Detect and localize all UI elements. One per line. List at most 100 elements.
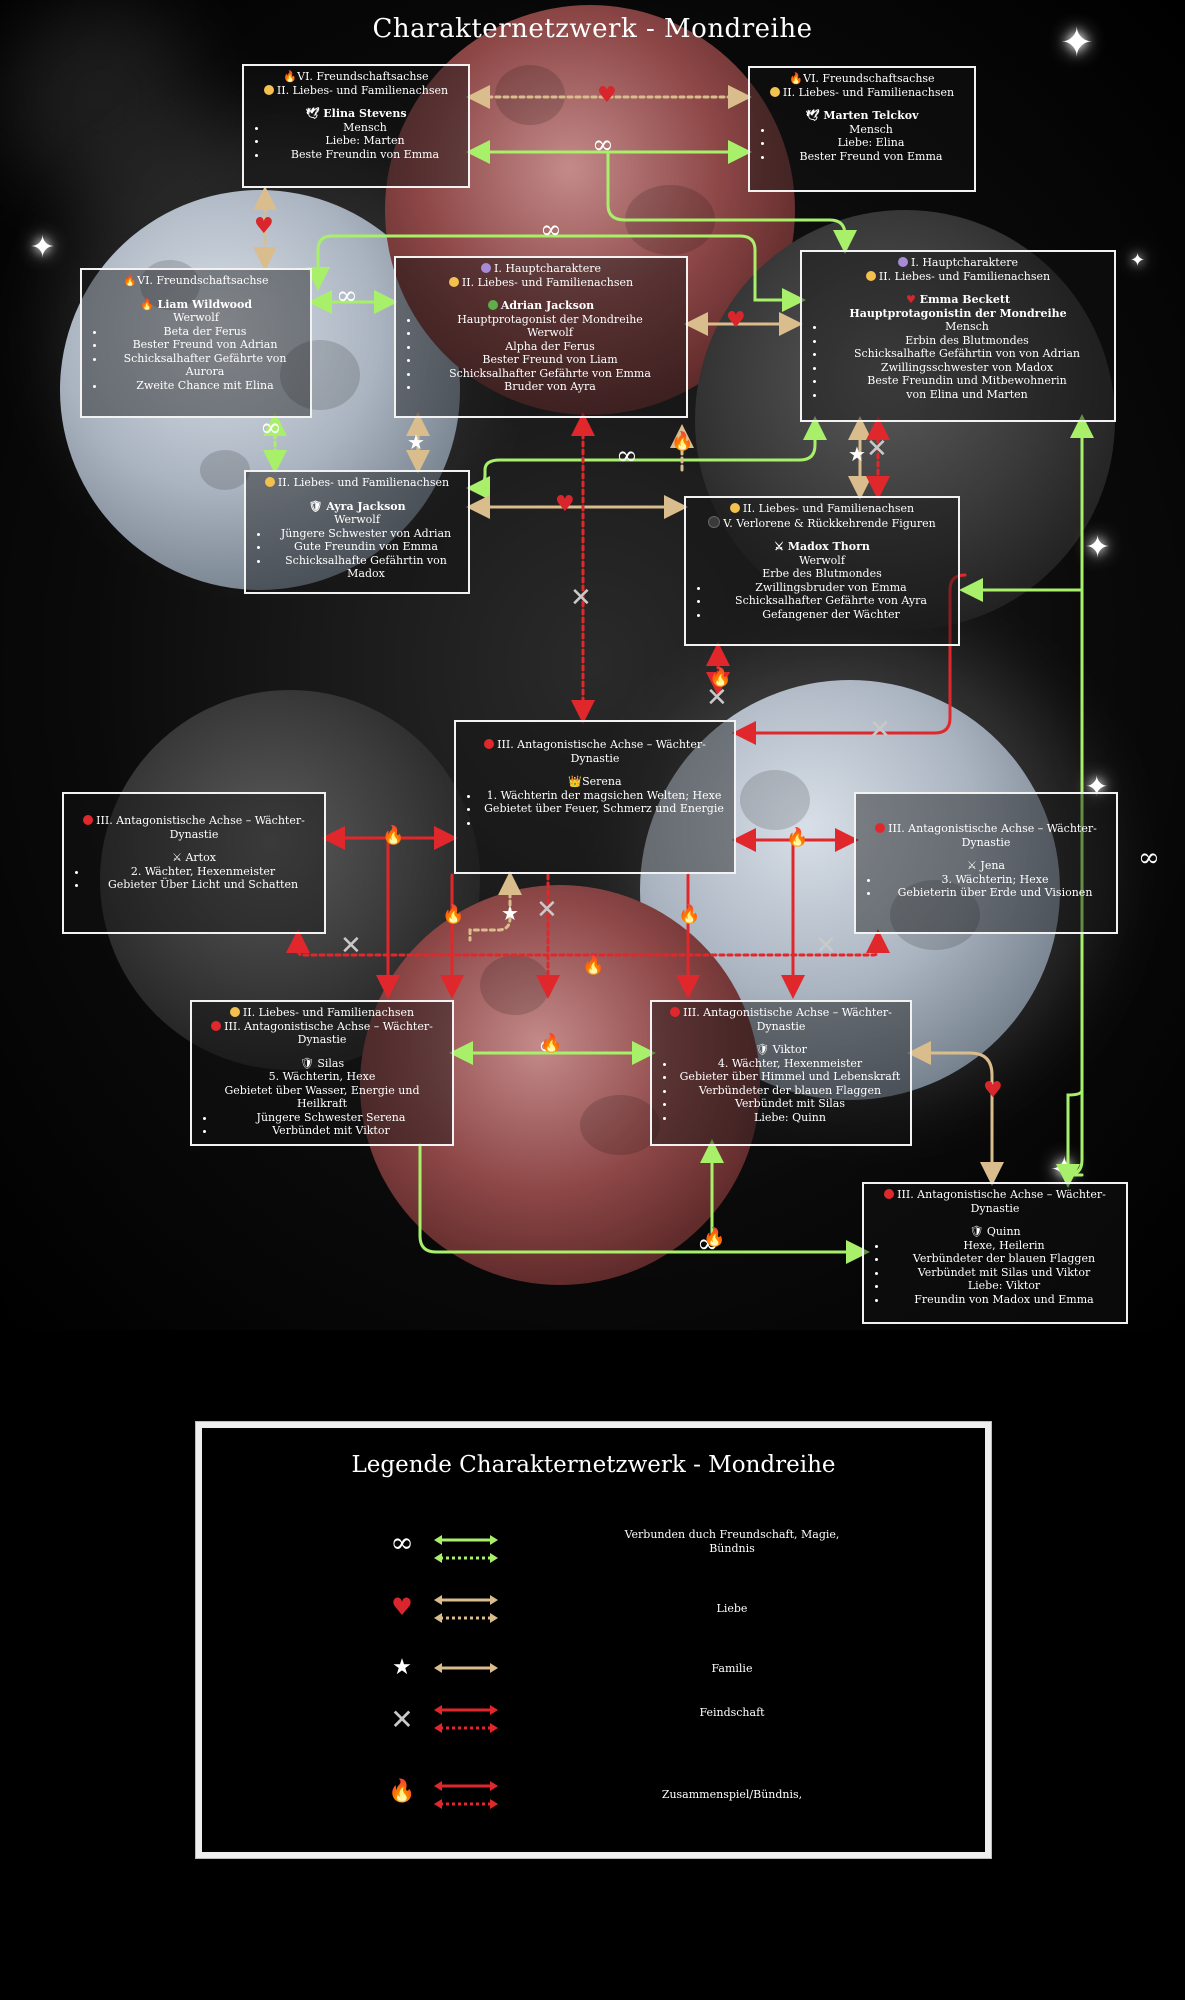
heart-icon: ♥ (391, 1593, 413, 1621)
legend-arrows (434, 1663, 498, 1673)
heart-icon: ♥ (254, 214, 274, 239)
fire-icon: 🔥 (582, 955, 605, 976)
legend-panel: Legende Charakternetzwerk - Mondreihe ∞ … (195, 1421, 992, 1859)
character-box-quinn[interactable]: III. Antagonistische Achse – Wächter-Dyn… (862, 1182, 1128, 1324)
character-box-artox[interactable]: III. Antagonistische Achse – Wächter-Dyn… (62, 792, 326, 934)
character-name: 🛡 Silas (299, 1056, 345, 1070)
character-traits: Hauptprotagonist der Mondreihe Werwolf A… (402, 313, 680, 394)
purple-dot-icon (480, 263, 491, 273)
axis-label: III. Antagonistische Achse – Wächter-Dyn… (198, 1020, 446, 1047)
yellow-dot-icon (729, 503, 740, 513)
character-box-elina[interactable]: 🔥VI. Freundschaftsachse II. Liebes- und … (242, 64, 470, 188)
black-dot-icon (708, 515, 721, 528)
fire-icon: 🔥 (671, 431, 694, 452)
axis-label: III. Antagonistische Achse – Wächter-Dyn… (862, 822, 1110, 849)
fire-icon: 🔥 (678, 904, 701, 925)
crossed-swords-icon: ✕ (815, 931, 837, 961)
legend-row-alliance: 🔥 Zusammenspiel/Bündnis, (202, 1774, 985, 1824)
character-role: Hauptprotagonistin der Mondreihe (849, 306, 1067, 320)
legend-label: Verbunden duch Freundschaft, Magie, Bünd… (624, 1528, 840, 1555)
axis-label: V. Verlorene & Rückkehrende Figuren (692, 515, 952, 531)
character-name: 👑Serena (568, 775, 622, 788)
character-traits: Hexe, Heilerin Verbündeter der blauen Fl… (870, 1239, 1120, 1307)
crossed-swords-icon: ✕ (570, 583, 592, 613)
heart-icon: ♥ (983, 1078, 1003, 1103)
red-dot-icon (211, 1020, 222, 1031)
legend-row-friendship: ∞ Verbunden duch Freundschaft, Magie, Bü… (202, 1528, 985, 1578)
dove-icon: 🕊 (305, 107, 320, 120)
character-traits: 2. Wächter, Hexenmeister Gebieter Über L… (70, 865, 318, 892)
character-traits: Mensch Liebe: Marten Beste Freundin von … (250, 121, 462, 162)
axis-label: III. Antagonistische Achse – Wächter-Dyn… (70, 814, 318, 841)
axis-label: II. Liebes- und Familienachsen (692, 502, 952, 516)
yellow-dot-icon (865, 270, 876, 281)
legend-label: Familie (711, 1662, 753, 1675)
legend-arrows (434, 1781, 498, 1809)
heart-icon: ♥ (726, 308, 746, 333)
star-icon: ★ (848, 442, 866, 466)
character-box-marten[interactable]: 🔥VI. Freundschaftsachse II. Liebes- und … (748, 66, 976, 192)
crossed-swords-icon: ✕ (866, 434, 888, 464)
character-box-adrian[interactable]: I. Hauptcharaktere II. Liebes- und Famil… (394, 256, 688, 418)
yellow-dot-icon (264, 477, 275, 487)
character-name: 🛡 Quinn (969, 1225, 1021, 1238)
infinity-icon: ∞ (616, 441, 638, 471)
crown-icon: 👑 (568, 775, 583, 788)
yellow-dot-icon (448, 276, 459, 287)
character-traits: Beta der Ferus Bester Freund von Adrian … (88, 325, 304, 393)
character-box-madox[interactable]: II. Liebes- und Familienachsen V. Verlor… (684, 496, 960, 646)
yellow-dot-icon (229, 1007, 240, 1017)
character-traits: Zwillingsbruder von Emma Schicksalhafter… (692, 581, 952, 622)
moon-glow (0, 0, 200, 200)
character-traits: 4. Wächter, Hexenmeister Gebieter über H… (658, 1057, 904, 1125)
network-scene: ✦ ✦ ✦ ✦ ✦ ✦ Charakternetzwerk - Mondreih… (0, 0, 1185, 1330)
character-name: ⚔ Jena (967, 859, 1005, 872)
purple-dot-icon (897, 257, 908, 267)
fire-icon: 🔥 (442, 904, 465, 925)
fire-icon: 🔥 (789, 72, 804, 85)
character-role: Erbe des Blutmondes (762, 567, 882, 580)
fire-icon: 🔥 (382, 825, 405, 846)
crossed-swords-icon: ✕ (706, 683, 728, 713)
character-traits: Mensch Liebe: Elina Bester Freund von Em… (756, 123, 968, 164)
character-name: Adrian Jackson (402, 299, 680, 313)
character-name: 🕊 Marten Telckov (805, 109, 919, 122)
character-name: 🔥 Liam Wildwood (139, 297, 253, 311)
legend-row-love: ♥ Liebe (202, 1588, 985, 1638)
axis-label: II. Liebes- und Familienachsen (756, 86, 968, 100)
character-box-ayra[interactable]: II. Liebes- und Familienachsen 🛡 Ayra Ja… (244, 470, 470, 594)
infinity-icon: ∞ (540, 215, 562, 245)
yellow-dot-icon (263, 84, 274, 95)
infinity-icon: ∞ (697, 1229, 719, 1259)
fire-icon: 🔥 (709, 667, 732, 688)
star-icon: ★ (501, 901, 519, 925)
character-box-viktor[interactable]: III. Antagonistische Achse – Wächter-Dyn… (650, 1000, 912, 1146)
character-name: 🕊 Elina Stevens (305, 107, 407, 120)
legend-title: Legende Charakternetzwerk - Mondreihe (351, 1452, 836, 1478)
fire-icon: 🔥 (786, 827, 809, 848)
dove-icon: 🕊 (805, 109, 820, 122)
shield-icon: 🛡 (969, 1225, 984, 1238)
character-box-jena[interactable]: III. Antagonistische Achse – Wächter-Dyn… (854, 792, 1118, 934)
shield-icon: 🛡 (299, 1056, 314, 1070)
crossed-swords-icon: ⚔ (967, 859, 977, 872)
character-box-emma[interactable]: I. Hauptcharaktere II. Liebes- und Famil… (800, 250, 1116, 422)
character-name: 🛡 Viktor (755, 1043, 807, 1056)
character-name: ⚔ Artox (172, 851, 216, 864)
legend-row-enmity: ✕ Feindschaft (202, 1698, 985, 1748)
star-icon: ★ (407, 430, 425, 454)
heart-icon: ♥ (555, 492, 575, 517)
character-box-serena[interactable]: III. Antagonistische Achse – Wächter-Dyn… (454, 720, 736, 874)
fire-icon: 🔥 (283, 70, 298, 83)
sparkle-star: ✦ (1060, 20, 1094, 66)
fire-icon: 🔥 (703, 1227, 726, 1248)
character-box-silas[interactable]: II. Liebes- und Familienachsen III. Anta… (190, 1000, 454, 1146)
fire-icon: 🔥 (540, 1033, 563, 1054)
sparkle-star: ✦ (30, 230, 56, 265)
axis-label: 🔥VI. Freundschaftsachse (789, 72, 935, 85)
character-name: 🛡 Ayra Jackson (308, 499, 406, 513)
legend-arrows (434, 1535, 498, 1563)
character-box-liam[interactable]: 🔥VI. Freundschaftsachse 🔥 Liam Wildwood … (80, 268, 312, 418)
axis-label: II. Liebes- und Familienachsen (198, 1006, 446, 1020)
yellow-dot-icon (769, 86, 780, 97)
